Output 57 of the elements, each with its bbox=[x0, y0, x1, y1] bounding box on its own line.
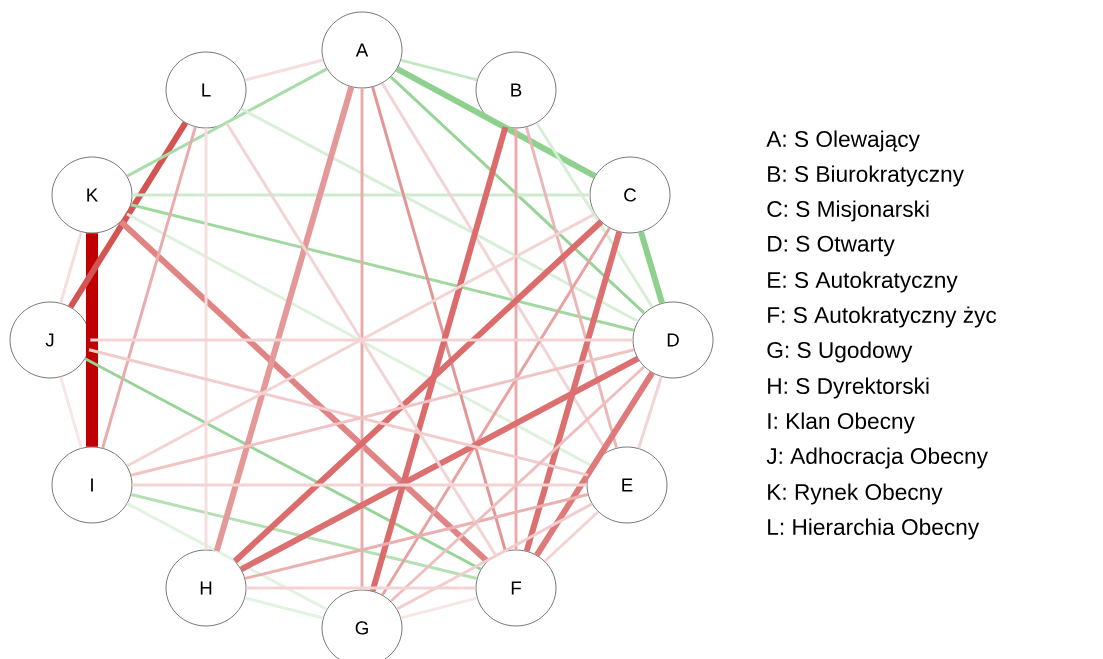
edge-line bbox=[204, 128, 208, 550]
edge-line bbox=[126, 502, 328, 611]
legend-entry: C: S Misjonarski bbox=[767, 200, 929, 222]
edge-line bbox=[535, 122, 654, 308]
edge-line bbox=[369, 126, 509, 592]
edge-line bbox=[395, 66, 597, 179]
edge-line bbox=[126, 67, 328, 178]
edge-line bbox=[118, 219, 490, 564]
edge-line bbox=[239, 356, 640, 572]
edge-line bbox=[381, 227, 611, 596]
edge-line bbox=[534, 371, 655, 557]
legend-entry: A: S Olewający bbox=[766, 130, 920, 152]
legend-entry: F: S Autokratyczny życ bbox=[768, 306, 997, 328]
legend-entry: D: S Otwarty bbox=[768, 235, 895, 257]
edge-line bbox=[240, 107, 639, 323]
edge-line bbox=[244, 596, 324, 620]
edge-line bbox=[400, 596, 478, 620]
edge-line bbox=[638, 231, 665, 304]
edge-line bbox=[213, 86, 355, 552]
edge-line bbox=[637, 376, 663, 449]
legend-entry: K: Rynek Obecny bbox=[768, 483, 943, 505]
edge-line bbox=[246, 586, 476, 590]
edge-line bbox=[132, 483, 587, 487]
edge-line bbox=[68, 121, 188, 309]
legend-entry: I: Klan Obecny bbox=[768, 412, 915, 434]
edge-line bbox=[86, 233, 98, 447]
legend-entry: H: S Dyrektorski bbox=[768, 377, 929, 399]
edge-line bbox=[523, 231, 623, 552]
edge-line bbox=[389, 365, 646, 603]
edge-line bbox=[84, 357, 482, 571]
edge-line bbox=[225, 122, 497, 556]
edge-line bbox=[525, 126, 618, 449]
edge-line bbox=[101, 126, 197, 449]
edge-line bbox=[130, 348, 635, 477]
edge-line bbox=[59, 376, 83, 449]
legend-entry: L: Hierarchia Obecny bbox=[768, 518, 980, 540]
edge-line bbox=[400, 58, 478, 82]
edge-line bbox=[232, 219, 604, 564]
edge-line bbox=[396, 502, 593, 611]
edge-line bbox=[130, 493, 478, 580]
edge-line bbox=[389, 75, 646, 315]
edge-line bbox=[244, 58, 324, 82]
edge-line bbox=[360, 88, 364, 590]
legend-entry: J: Adhocracja Obecny bbox=[766, 447, 988, 469]
edge-line bbox=[543, 510, 600, 563]
legend-entry: B: S Biurokratyczny bbox=[768, 165, 964, 187]
edge-line bbox=[514, 128, 518, 550]
legend-entry: G: S Ugodowy bbox=[767, 341, 913, 363]
edge-line bbox=[130, 203, 635, 332]
edge-line bbox=[244, 493, 589, 580]
edge-line bbox=[90, 338, 633, 342]
edge-line bbox=[59, 231, 83, 304]
edge-line bbox=[380, 82, 609, 453]
edge-line bbox=[371, 86, 507, 552]
edge-line bbox=[132, 193, 590, 197]
edge-line bbox=[88, 348, 589, 477]
legend-entry: E: S Autokratyczny bbox=[768, 271, 958, 293]
